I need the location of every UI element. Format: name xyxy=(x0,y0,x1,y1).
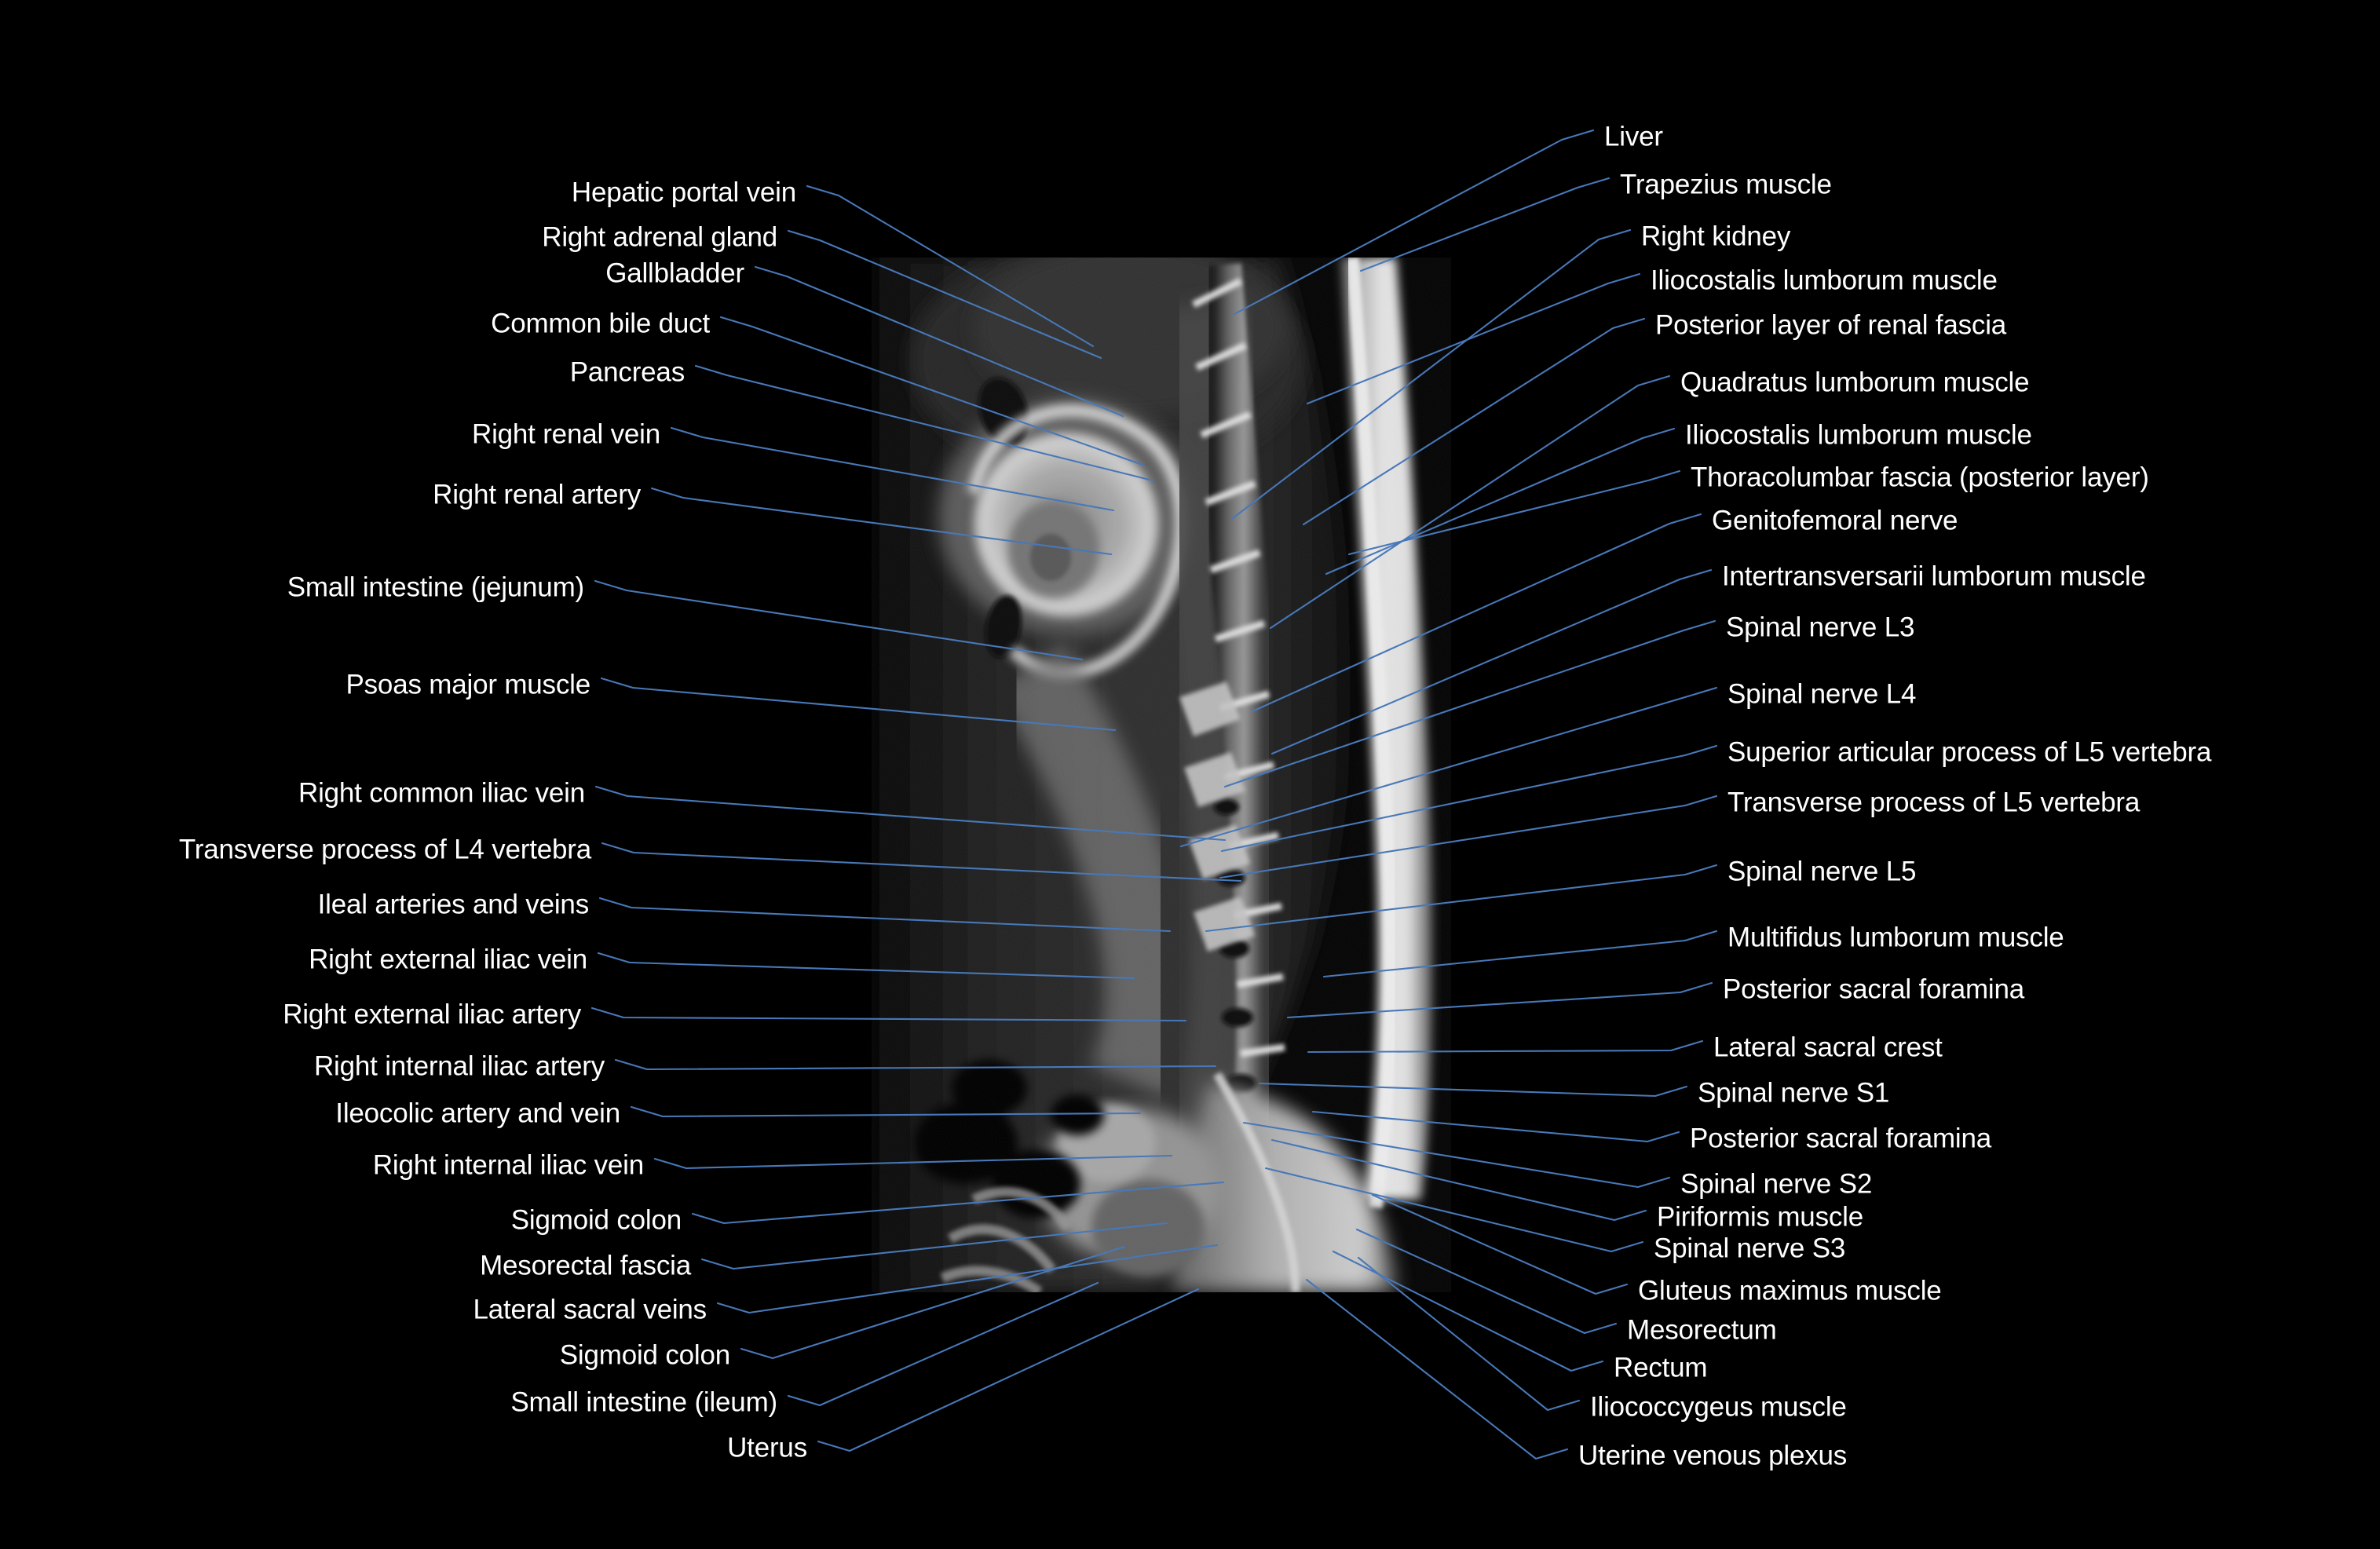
anatomy-label: Posterior sacral foramina xyxy=(1690,1123,1992,1154)
anatomy-label: Spinal nerve S2 xyxy=(1680,1168,1873,1200)
anatomy-label: Posterior layer of renal fascia xyxy=(1655,309,2007,341)
anatomy-label: Spinal nerve L4 xyxy=(1727,678,1917,710)
anatomy-label: Right external iliac artery xyxy=(283,999,581,1030)
anatomy-label: Lateral sacral crest xyxy=(1713,1032,1943,1063)
anatomy-label: Gallbladder xyxy=(605,258,744,289)
leader-line xyxy=(817,1288,1200,1452)
anatomy-label: Rectum xyxy=(1614,1352,1708,1383)
anatomy-label: Sigmoid colon xyxy=(559,1339,730,1371)
anatomy-label: Right renal vein xyxy=(472,418,660,450)
anatomy-label: Right adrenal gland xyxy=(542,221,777,253)
anatomy-label: Common bile duct xyxy=(491,308,710,339)
anatomy-label: Uterus xyxy=(727,1432,807,1463)
anatomy-label: Thoracolumbar fascia (posterior layer) xyxy=(1691,462,2149,493)
anatomy-label: Gluteus maximus muscle xyxy=(1638,1275,1942,1306)
anatomy-label: Genitofemoral nerve xyxy=(1712,505,1958,536)
anatomy-label: Iliococcygeus muscle xyxy=(1590,1391,1847,1423)
anatomy-label: Right internal iliac artery xyxy=(313,1050,605,1082)
anatomy-label: Intertransversarii lumborum muscle xyxy=(1722,561,2146,592)
anatomy-label: Superior articular process of L5 vertebr… xyxy=(1727,736,2212,768)
anatomy-label: Iliocostalis lumborum muscle xyxy=(1685,419,2032,451)
anatomy-label: Right external iliac vein xyxy=(309,944,587,975)
anatomy-label: Hepatic portal vein xyxy=(571,177,796,208)
anatomy-label: Small intestine (jejunum) xyxy=(287,572,584,603)
anatomy-label: Uterine venous plexus xyxy=(1578,1440,1848,1471)
anatomy-label: Pancreas xyxy=(569,356,685,388)
mri-scan-image xyxy=(872,258,1451,1292)
anatomy-label: Multifidus lumborum muscle xyxy=(1727,922,2064,953)
anatomy-label: Spinal nerve S1 xyxy=(1698,1077,1890,1109)
anatomy-label: Spinal nerve S3 xyxy=(1654,1233,1846,1264)
leader-line xyxy=(1305,1278,1569,1460)
anatomy-label: Posterior sacral foramina xyxy=(1723,974,2025,1005)
anatomy-label: Spinal nerve L3 xyxy=(1726,612,1915,643)
anatomy-label: Iliocostalis lumborum muscle xyxy=(1651,265,1998,296)
anatomy-label: Sigmoid colon xyxy=(510,1204,682,1236)
anatomy-label: Piriformis muscle xyxy=(1657,1201,1864,1233)
anatomy-label: Transverse process of L4 vertebra xyxy=(178,834,591,865)
anatomy-label: Right kidney xyxy=(1641,221,1791,252)
anatomy-label: Lateral sacral veins xyxy=(473,1294,707,1325)
anatomy-label: Mesorectum xyxy=(1627,1314,1777,1346)
anatomy-label: Small intestine (ileum) xyxy=(510,1386,777,1418)
anatomy-label: Quadratus lumborum muscle xyxy=(1680,367,2030,398)
anatomy-label: Ileocolic artery and vein xyxy=(335,1098,620,1129)
anatomy-label: Right renal artery xyxy=(433,479,641,510)
anatomy-label: Transverse process of L5 vertebra xyxy=(1727,787,2141,818)
anatomy-label: Right internal iliac vein xyxy=(372,1149,644,1181)
anatomy-label: Ileal arteries and veins xyxy=(317,889,590,920)
mri-grayscale-render xyxy=(872,258,1451,1292)
anatomy-label: Mesorectal fascia xyxy=(480,1250,691,1281)
anatomy-label: Liver xyxy=(1604,121,1663,152)
anatomy-label: Right common iliac vein xyxy=(298,777,585,809)
leader-line xyxy=(787,1281,1099,1407)
anatomy-label: Psoas major muscle xyxy=(345,669,590,700)
anatomy-label: Trapezius muscle xyxy=(1620,169,1832,200)
anatomy-label: Spinal nerve L5 xyxy=(1727,856,1917,887)
